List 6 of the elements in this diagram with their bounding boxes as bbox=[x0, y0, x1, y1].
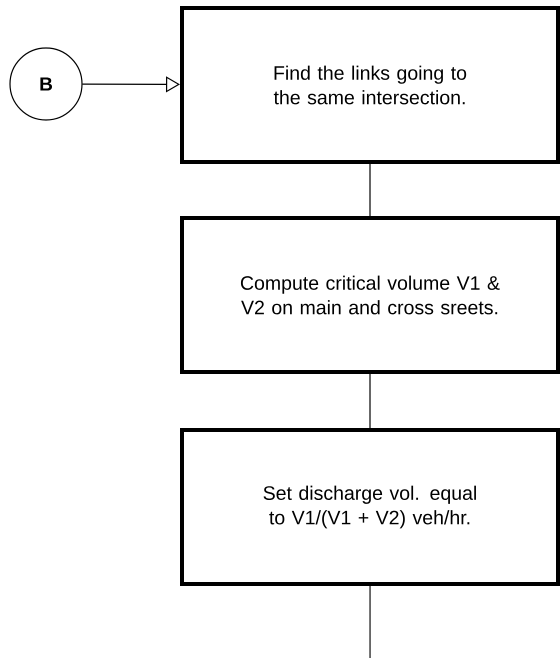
process-box: Find the links going to the same intersection. bbox=[180, 6, 560, 164]
connector-line bbox=[369, 586, 371, 658]
process-box: Set discharge vol. equal to V1/(V1 + V2) veh/hr. bbox=[180, 428, 560, 586]
connector-line bbox=[369, 164, 371, 216]
connector-line bbox=[369, 374, 371, 428]
process-box: Compute critical volume V1 & V2 on main and cross sreets. bbox=[180, 216, 560, 374]
